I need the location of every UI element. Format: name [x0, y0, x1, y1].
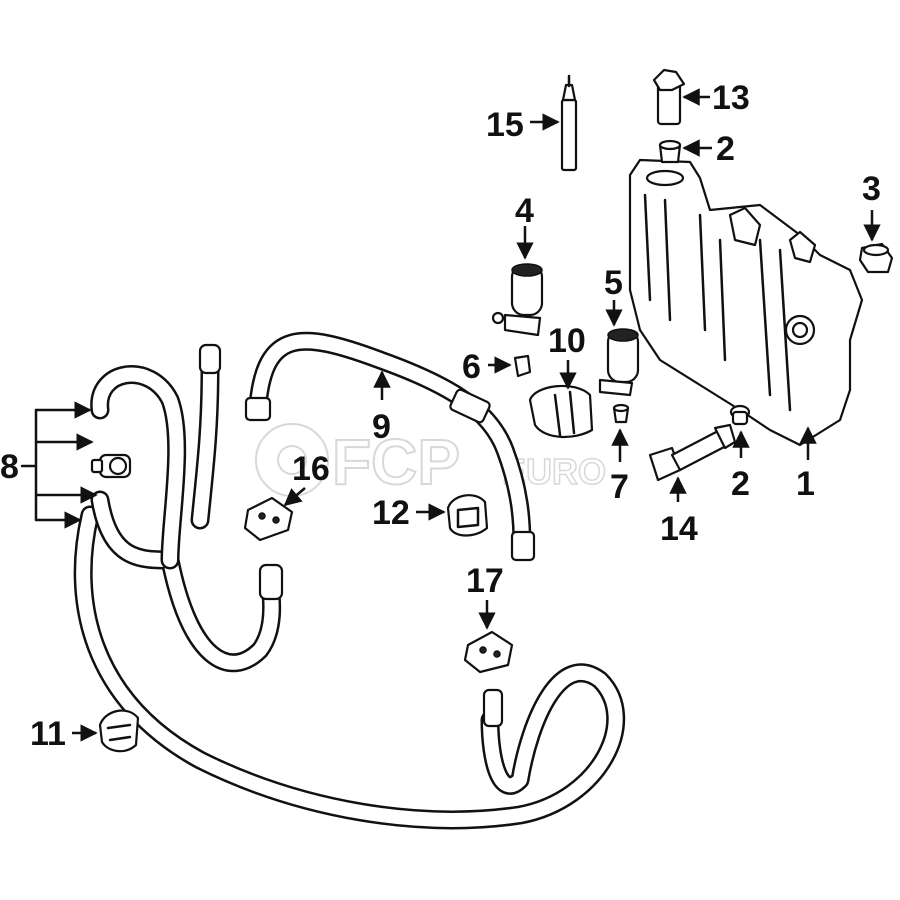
callout-3: 3	[862, 170, 881, 208]
callout-10: 10	[548, 322, 586, 360]
callout-16: 16	[292, 450, 330, 488]
callout-8: 8	[0, 448, 19, 486]
level-sensor	[652, 68, 686, 126]
clamp	[528, 384, 594, 439]
callout-2-lower: 2	[731, 465, 750, 503]
cap-grommet	[729, 404, 751, 426]
callout-4: 4	[515, 192, 534, 230]
callout-9: 9	[372, 408, 391, 446]
callout-11: 11	[30, 715, 66, 753]
leader-lines	[20, 88, 881, 742]
callout-6: 6	[462, 348, 481, 386]
valve-connector	[648, 423, 737, 482]
callout-1: 1	[796, 465, 815, 503]
pump-upper	[491, 263, 544, 337]
hose-clip	[98, 709, 140, 753]
callout-15: 15	[486, 106, 524, 144]
hose-lines	[73, 331, 626, 830]
washer-nozzle-right	[463, 630, 514, 674]
plug	[513, 354, 532, 378]
hose-fittings	[198, 343, 536, 728]
check-valve	[90, 453, 132, 479]
watermark-brand: FCP	[332, 426, 460, 498]
callout-13: 13	[712, 79, 750, 117]
sensor-stem	[560, 74, 578, 172]
callout-labels: 1 2 2 3 4 5 6 7 8 9 10 11 12 13 14 15 16…	[0, 79, 881, 753]
callout-2-top: 2	[716, 130, 735, 168]
reservoir-tank	[628, 158, 864, 447]
pump-lower	[598, 328, 640, 397]
grommet	[858, 242, 894, 274]
callout-7: 7	[610, 468, 629, 506]
washer-nozzle-left	[243, 496, 294, 542]
callout-14: 14	[660, 510, 698, 548]
cap-top	[658, 139, 682, 164]
callout-5: 5	[604, 264, 623, 302]
callout-17: 17	[466, 562, 504, 600]
fitting	[612, 403, 630, 424]
callout-12: 12	[372, 494, 410, 532]
hose-bracket	[446, 494, 489, 537]
